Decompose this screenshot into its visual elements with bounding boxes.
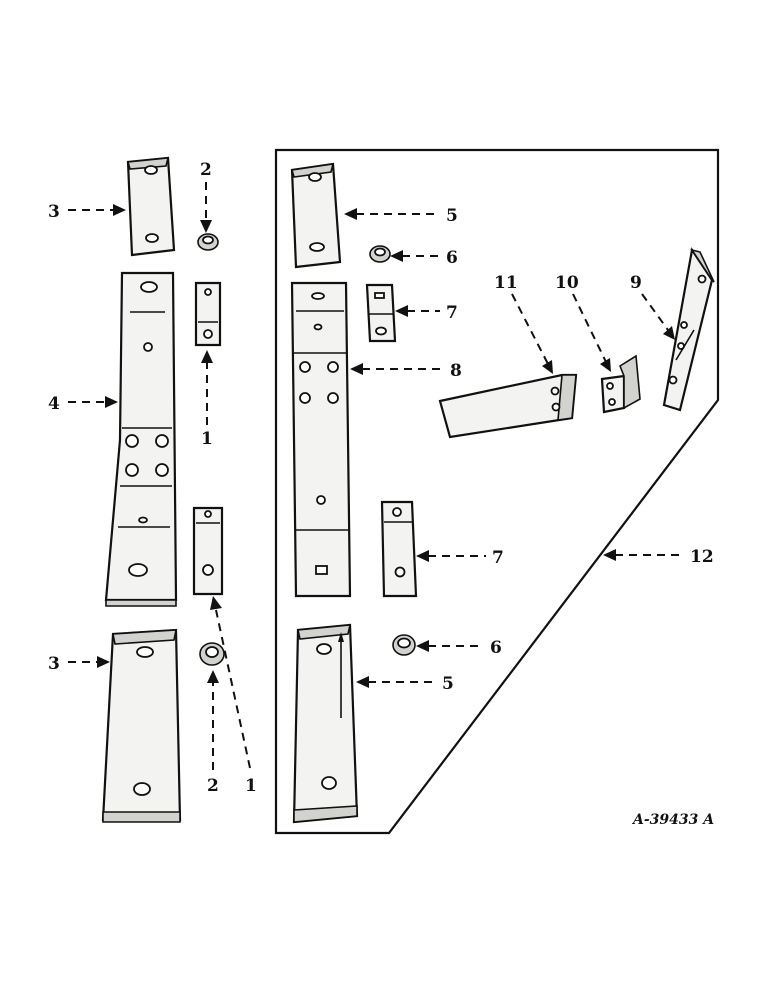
callout-6-bottom: 6 [490,638,502,658]
part-3-top-shoe [126,156,176,257]
callout-1-lower: 1 [245,776,257,796]
part-7-upper-plate [365,283,397,343]
callout-5-bottom: 5 [442,674,454,694]
callout-5-top: 5 [446,206,458,226]
part-10-bracket [600,354,641,414]
callout-11: 11 [494,273,518,293]
callout-2-top: 2 [200,160,212,180]
callout-12: 12 [690,547,714,567]
callout-4: 4 [48,394,60,414]
callout-1-upper: 1 [201,429,213,449]
part-2-top-nut [197,233,219,251]
callout-3-top: 3 [48,202,60,222]
part-5-bottom-shoe [292,623,359,824]
part-1-lower-plate [192,506,224,596]
drawing-number: A-39433 A [631,812,714,828]
part-5-top-shoe [290,162,342,269]
part-6-top-nut [369,245,391,263]
part-2-bottom-nut [199,642,225,666]
callout-9: 9 [630,273,642,293]
part-8-long-bar [290,281,352,598]
callout-10: 10 [555,273,579,293]
callout-8: 8 [450,361,462,381]
callout-3-bottom: 3 [48,654,60,674]
callout-2-bottom: 2 [207,776,219,796]
callout-7-upper: 7 [446,303,458,323]
callout-7-lower: 7 [492,548,504,568]
part-6-bottom-nut [392,634,416,656]
part-11-arm [438,373,578,439]
part-1-upper-plate [194,281,222,347]
callout-6-top: 6 [446,248,458,268]
part-3-bottom-shoe [101,628,182,823]
kit-frame-12 [274,148,720,835]
part-9-plate [662,247,715,412]
part-4-long-bar [104,271,178,607]
part-7-lower-plate [380,500,418,598]
